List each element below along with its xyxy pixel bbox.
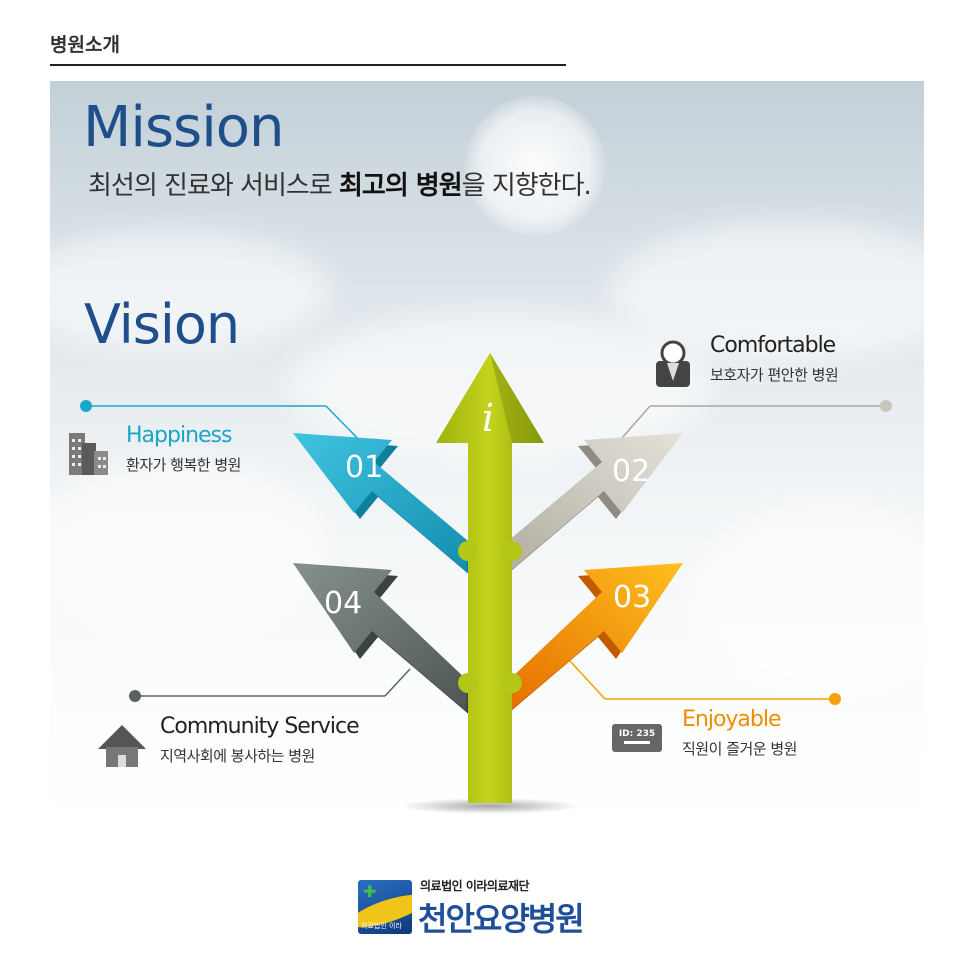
trunk-arrow [436, 353, 544, 803]
hospital-logo: ✚ 의료법인 이라 의료법인 이라의료재단 천안요양병원 [358, 877, 618, 938]
logo-name: 천안요양병원 [418, 900, 585, 938]
branch-number-03: 03 [613, 580, 651, 615]
branch-arrow-03 [502, 563, 683, 717]
vision-item-title: Enjoyable [682, 707, 782, 732]
house-icon [98, 725, 146, 767]
branch-arrow-04 [293, 563, 474, 717]
connector-line-04 [129, 668, 411, 702]
trunk-shadow [400, 798, 580, 814]
id-badge-text: ID: 235 [619, 729, 655, 739]
vision-item-subtitle: 보호자가 편안한 병원 [710, 366, 839, 384]
connector-line-03 [569, 660, 841, 705]
vision-item-title: Happiness [126, 423, 232, 448]
vision-item-title: Comfortable [710, 333, 836, 358]
cloud [50, 231, 330, 351]
vision-tree-diagram: i 01 02 03 04 ID: 235 [69, 340, 892, 814]
vision-item-community-service: Community Service 지역사회에 봉사하는 병원 [160, 714, 360, 766]
branch-arrow-02 [502, 433, 683, 577]
buildings-icon [69, 433, 108, 475]
mission-text-part: 을 지향한다. [461, 171, 592, 201]
vision-item-subtitle: 지역사회에 봉사하는 병원 [160, 747, 315, 765]
vision-heading: Vision [84, 293, 240, 356]
mission-statement: 최선의 진료와 서비스로 최고의 병원을 지향한다. [88, 165, 592, 202]
branch-number-01: 01 [345, 450, 383, 485]
person-icon [656, 340, 690, 387]
medical-cross-icon: ✚ [363, 884, 377, 901]
mission-text-part: 최선의 진료와 서비스로 [88, 171, 339, 201]
mission-text-bold: 최고의 병원 [339, 171, 463, 201]
vision-item-enjoyable: Enjoyable 직원이 즐거운 병원 [682, 707, 797, 759]
vision-item-title: Community Service [160, 714, 360, 739]
id-badge-icon: ID: 235 [612, 724, 662, 752]
cloud [50, 461, 330, 641]
cloud [690, 501, 924, 701]
vision-item-comfortable: Comfortable 보호자가 편안한 병원 [710, 333, 839, 385]
vision-item-subtitle: 환자가 행복한 병원 [126, 456, 241, 474]
mission-heading: Mission [83, 95, 285, 160]
branch-number-04: 04 [324, 586, 362, 621]
title-underline [50, 64, 566, 66]
sun-glow [465, 96, 605, 236]
info-glyph: i [482, 396, 494, 440]
vision-item-subtitle: 직원이 즐거운 병원 [682, 740, 797, 758]
logo-mark-icon: ✚ 의료법인 이라 [358, 880, 412, 934]
mission-vision-banner: Mission 최선의 진료와 서비스로 최고의 병원을 지향한다. Visio… [50, 81, 924, 825]
vision-item-happiness: Happiness 환자가 행복한 병원 [126, 423, 241, 475]
logo-mark-text: 의료법인 이라 [361, 922, 402, 930]
branch-number-02: 02 [612, 454, 650, 489]
section-title: 병원소개 [50, 34, 120, 56]
logo-subtitle: 의료법인 이라의료재단 [420, 879, 530, 893]
branch-arrow-01 [293, 433, 474, 577]
